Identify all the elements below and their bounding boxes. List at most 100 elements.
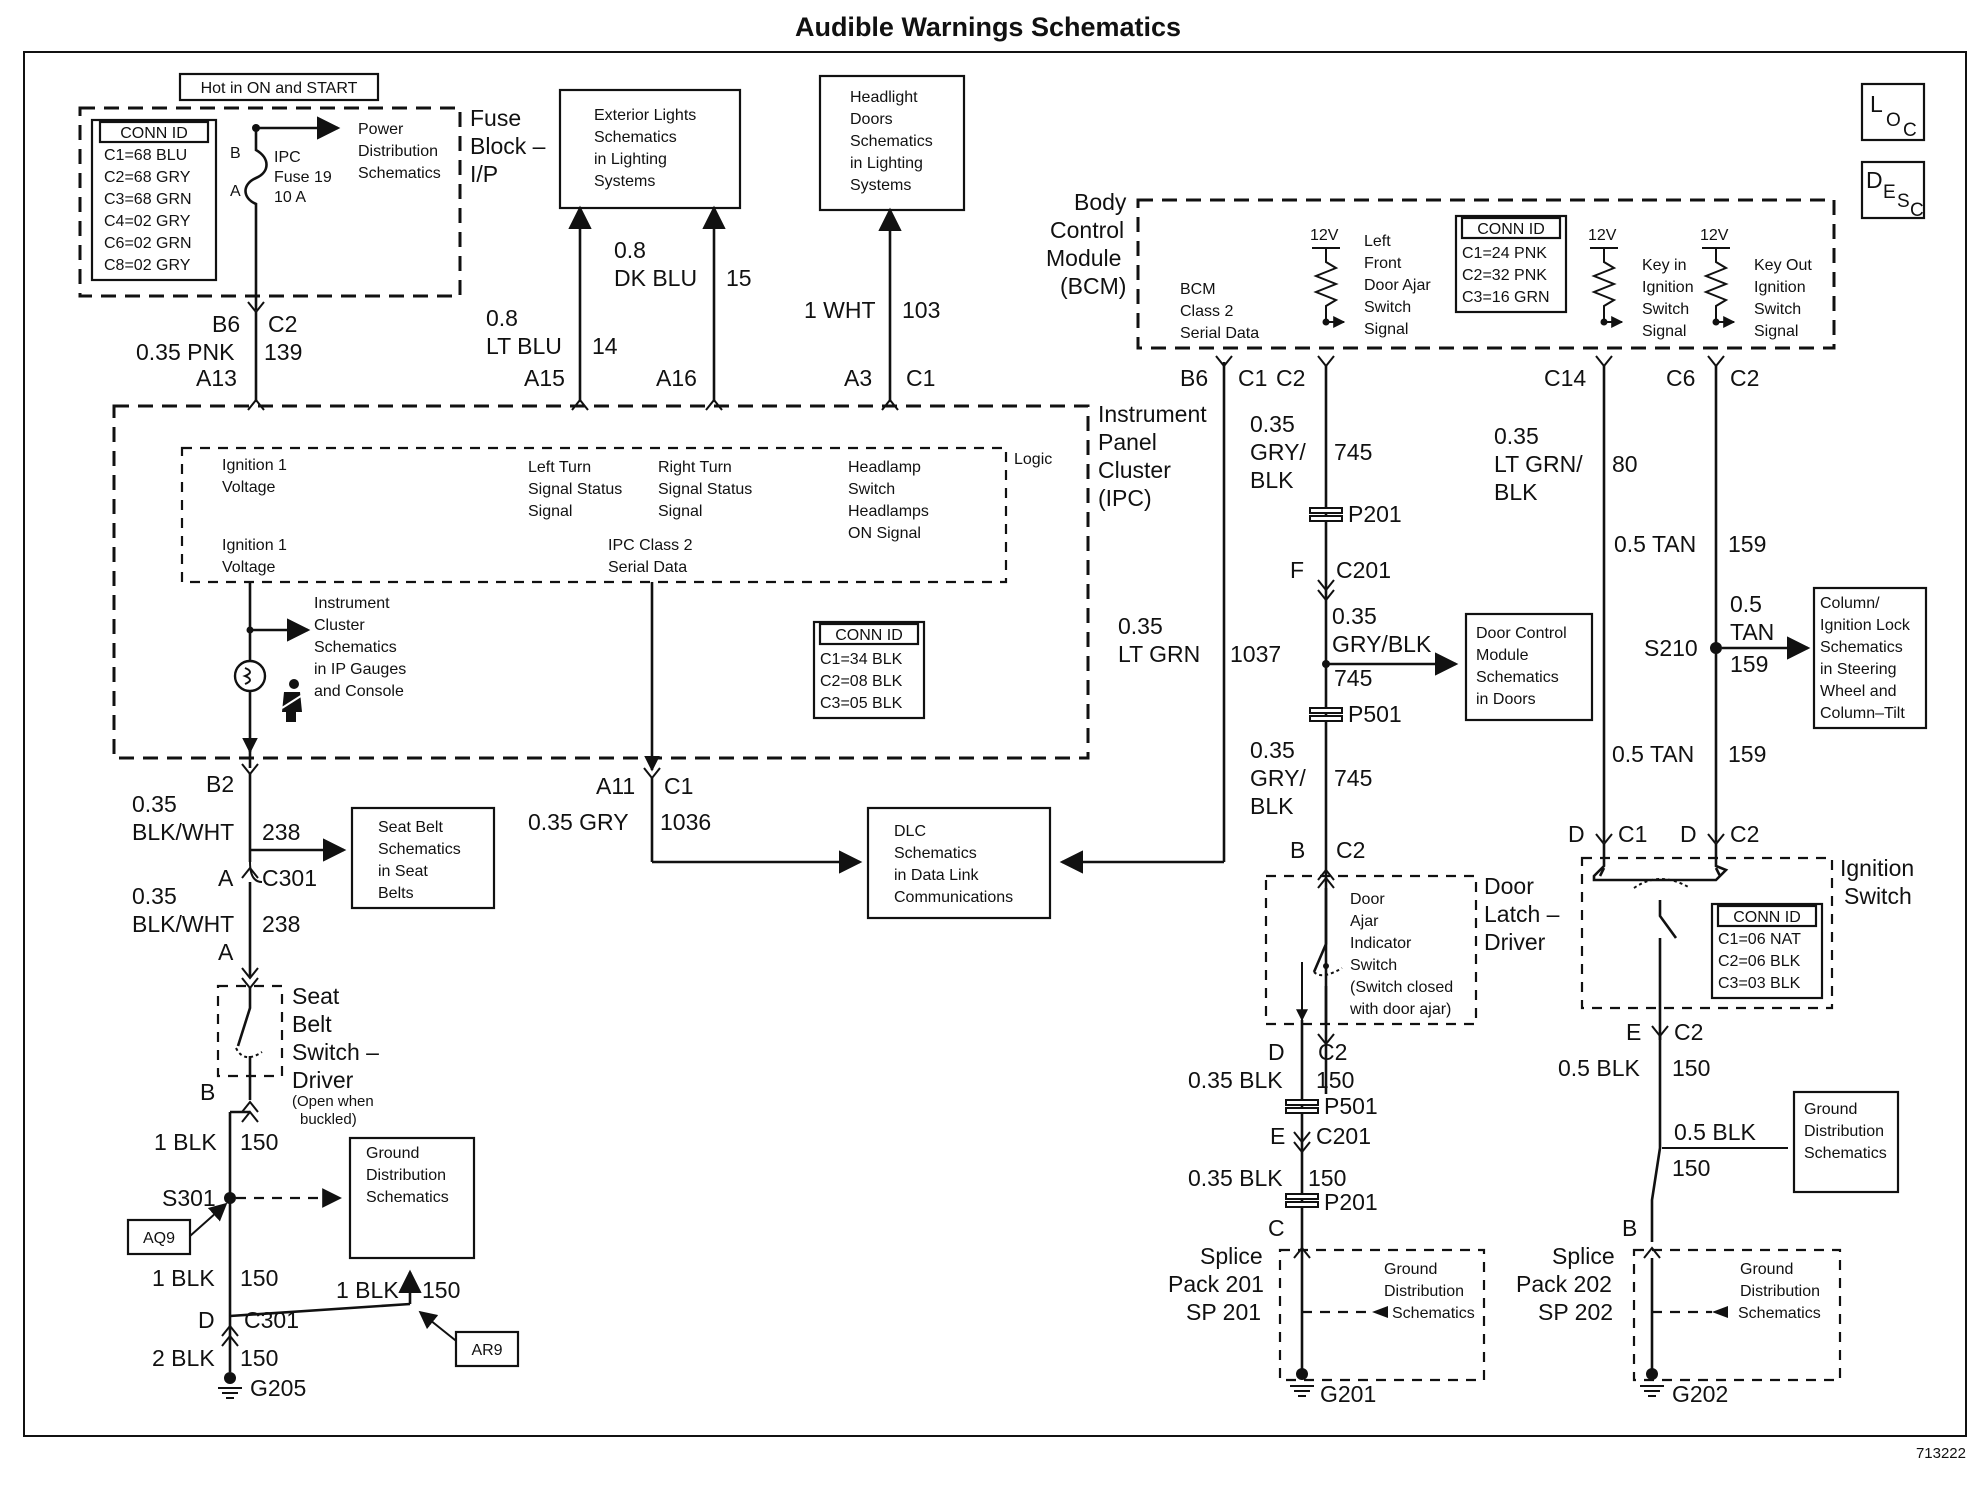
door-ajar-signal-label: Left Front Door Ajar Switch Signal xyxy=(1364,233,1431,338)
svg-text:C201: C201 xyxy=(1336,557,1391,583)
svg-text:14: 14 xyxy=(592,333,618,359)
seat-belt-switch[interactable] xyxy=(236,988,252,1100)
fuse-block-outline xyxy=(78,106,462,298)
svg-text:in Data Link: in Data Link xyxy=(894,867,979,884)
exterior-lights-ref[interactable]: Exterior Lights Schematics in Lighting S… xyxy=(558,88,742,210)
svg-text:Switch –: Switch – xyxy=(292,1039,379,1065)
svg-text:0.35: 0.35 xyxy=(1250,411,1295,437)
svg-text:C2: C2 xyxy=(1276,365,1305,391)
svg-text:Cluster: Cluster xyxy=(1098,457,1171,483)
door-ajar-switch[interactable] xyxy=(1312,888,1328,1024)
svg-text:in Steering: in Steering xyxy=(1820,661,1897,678)
door-ajar-switch-label: Door Ajar Indicator Switch (Switch close… xyxy=(1349,891,1453,1018)
column-ignition-lock-ref[interactable]: Column/ Ignition Lock Schematics in Stee… xyxy=(1812,586,1928,730)
svg-text:Driver: Driver xyxy=(292,1067,354,1093)
fuse-19-symbol[interactable] xyxy=(244,128,268,310)
svg-text:E: E xyxy=(1626,1019,1641,1045)
svg-text:Headlamp: Headlamp xyxy=(848,459,921,476)
svg-text:Wheel and: Wheel and xyxy=(1820,683,1897,700)
svg-text:Control: Control xyxy=(1050,217,1124,243)
svg-text:C1=68 BLU: C1=68 BLU xyxy=(104,147,187,164)
svg-text:Serial Data: Serial Data xyxy=(608,559,687,576)
svg-text:Distribution: Distribution xyxy=(1384,1283,1464,1300)
headlight-doors-ref[interactable]: Headlight Doors Schematics in Lighting S… xyxy=(818,74,966,212)
svg-text:CONN ID: CONN ID xyxy=(120,125,188,142)
svg-text:C2=08 BLK: C2=08 BLK xyxy=(820,673,903,690)
ground-distribution-ref-sp202[interactable]: Ground Distribution Schematics xyxy=(1738,1261,1821,1322)
svg-text:C2: C2 xyxy=(1730,821,1759,847)
svg-text:C2=68 GRY: C2=68 GRY xyxy=(104,169,191,186)
svg-text:0.35: 0.35 xyxy=(1250,737,1295,763)
svg-text:P201: P201 xyxy=(1324,1189,1378,1215)
svg-text:Power: Power xyxy=(358,121,404,138)
svg-text:0.35: 0.35 xyxy=(1332,603,1377,629)
svg-text:Systems: Systems xyxy=(594,173,655,190)
power-distribution-ref[interactable]: Power Distribution Schematics xyxy=(358,121,441,182)
svg-text:Schematics: Schematics xyxy=(366,1189,449,1206)
svg-text:B: B xyxy=(1622,1215,1637,1241)
s210-splice xyxy=(1710,642,1722,654)
svg-text:CONN ID: CONN ID xyxy=(1477,221,1545,238)
svg-text:GRY/BLK: GRY/BLK xyxy=(1332,631,1432,657)
ground-distribution-ref-right[interactable]: Ground Distribution Schematics xyxy=(1792,1090,1900,1194)
ground-distribution-ref-left[interactable]: Ground Distribution Schematics xyxy=(348,1136,476,1260)
svg-text:Distribution: Distribution xyxy=(1804,1123,1884,1140)
svg-text:Front: Front xyxy=(1364,255,1402,272)
svg-text:745: 745 xyxy=(1334,665,1372,691)
svg-text:D: D xyxy=(198,1307,215,1333)
svg-text:(Switch closed: (Switch closed xyxy=(1350,979,1453,996)
svg-text:G205: G205 xyxy=(250,1375,306,1401)
door-control-module-ref[interactable]: Door Control Module Schematics in Doors xyxy=(1464,612,1594,722)
svg-text:Signal: Signal xyxy=(1642,323,1686,340)
door-ajar-pullup-resistor xyxy=(1313,248,1339,322)
svg-text:Switch: Switch xyxy=(848,481,895,498)
svg-text:C3=05 BLK: C3=05 BLK xyxy=(820,695,903,712)
ignition-switch-outline xyxy=(1580,856,1834,1010)
svg-text:in Lighting: in Lighting xyxy=(850,155,923,172)
svg-text:Body: Body xyxy=(1074,189,1127,215)
svg-text:G201: G201 xyxy=(1320,1381,1376,1407)
instrument-cluster-ref[interactable]: Instrument Cluster Schematics in IP Gaug… xyxy=(314,595,406,700)
svg-text:0.8: 0.8 xyxy=(614,237,646,263)
svg-text:Ignition 1: Ignition 1 xyxy=(222,537,287,554)
svg-text:Column/: Column/ xyxy=(1820,595,1880,612)
seat-belt-ref[interactable]: Seat Belt Schematics in Seat Belts xyxy=(350,806,496,910)
svg-text:S301: S301 xyxy=(162,1185,216,1211)
svg-text:0.35: 0.35 xyxy=(1118,613,1163,639)
svg-text:745: 745 xyxy=(1334,439,1372,465)
svg-text:Column–Tilt: Column–Tilt xyxy=(1820,705,1905,722)
svg-text:150: 150 xyxy=(422,1277,460,1303)
svg-text:Switch: Switch xyxy=(1350,957,1397,974)
ground-distribution-ref-sp201[interactable]: Ground Distribution Schematics xyxy=(1384,1261,1475,1322)
svg-text:Headlamps: Headlamps xyxy=(848,503,929,520)
ar9-option: AR9 xyxy=(454,1330,520,1368)
splice-pack-201-name: Splice Pack 201 SP 201 xyxy=(1168,1243,1264,1325)
svg-text:A: A xyxy=(230,183,241,200)
svg-text:0.35 PNK: 0.35 PNK xyxy=(136,339,235,365)
svg-text:Class 2: Class 2 xyxy=(1180,303,1233,320)
s301-splice xyxy=(224,1192,236,1204)
svg-text:150: 150 xyxy=(240,1265,278,1291)
dlc-ref[interactable]: DLC Schematics in Data Link Communicatio… xyxy=(866,806,1052,920)
svg-text:BLK: BLK xyxy=(1494,479,1538,505)
svg-text:and Console: and Console xyxy=(314,683,404,700)
svg-text:Voltage: Voltage xyxy=(222,479,275,496)
key-in-pullup-resistor xyxy=(1591,248,1617,322)
ignition-switch-contact[interactable] xyxy=(1658,900,1678,1040)
svg-text:C2: C2 xyxy=(1318,1039,1347,1065)
svg-text:Fuse: Fuse xyxy=(470,105,521,131)
svg-text:C3=68 GRN: C3=68 GRN xyxy=(104,191,192,208)
svg-text:Schematics: Schematics xyxy=(1804,1145,1887,1162)
svg-text:Left Turn: Left Turn xyxy=(528,459,591,476)
svg-text:C1: C1 xyxy=(1618,821,1647,847)
svg-text:150: 150 xyxy=(1672,1055,1710,1081)
svg-text:C1=24 PNK: C1=24 PNK xyxy=(1462,245,1547,262)
svg-text:Ground: Ground xyxy=(366,1145,419,1162)
svg-text:LT GRN/: LT GRN/ xyxy=(1494,451,1583,477)
svg-text:Ground: Ground xyxy=(1740,1261,1793,1278)
svg-text:Serial Data: Serial Data xyxy=(1180,325,1259,342)
svg-text:1037: 1037 xyxy=(1230,641,1281,667)
figure-id: 713222 xyxy=(1916,1445,1966,1462)
